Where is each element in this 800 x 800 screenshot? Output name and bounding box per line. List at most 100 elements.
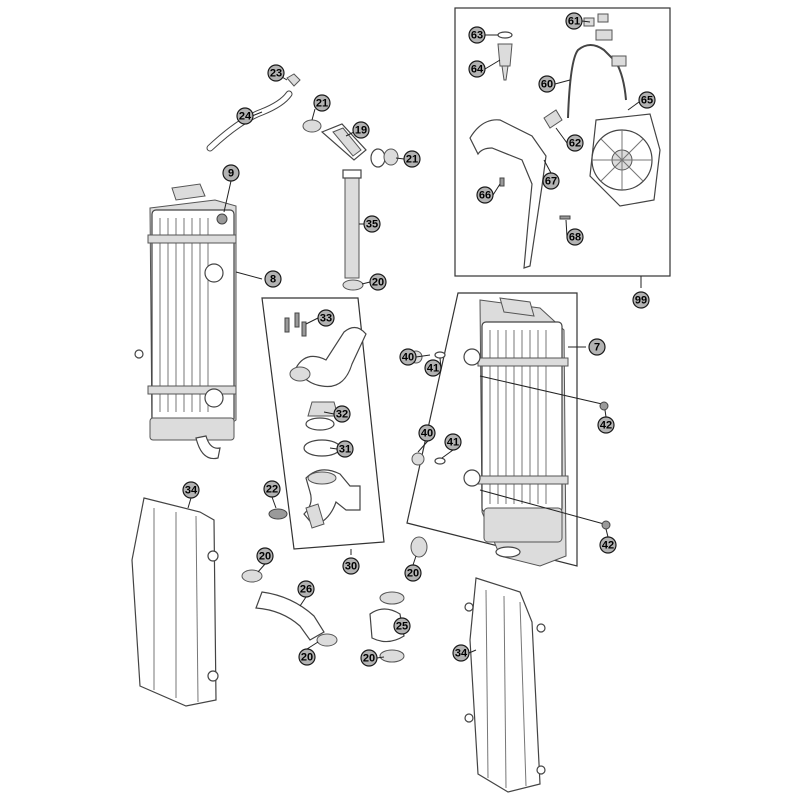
callout-20: 20	[369, 273, 387, 291]
callout-circle	[222, 164, 240, 182]
callout-circle	[538, 75, 556, 93]
left-radiator-shroud	[131, 497, 219, 707]
callout-label: 20	[372, 277, 384, 289]
callout-9: 9	[222, 164, 240, 182]
callout-63: 63	[468, 26, 486, 44]
callout-circle	[264, 270, 282, 288]
callout-label: 33	[320, 313, 332, 325]
callout-label: 41	[427, 363, 439, 375]
callout-circle	[597, 416, 615, 434]
callout-label: 9	[228, 168, 234, 180]
callout-label: 21	[316, 98, 328, 110]
callout-label: 42	[600, 420, 612, 432]
right-radiator-shroud	[464, 577, 546, 793]
callout-label: 24	[239, 111, 252, 123]
callout-66: 66	[476, 186, 494, 204]
callout-label: 65	[641, 95, 653, 107]
callout-35: 35	[363, 215, 381, 233]
callout-circle	[333, 405, 351, 423]
callout-circle	[452, 644, 470, 662]
callout-label: 41	[447, 437, 459, 449]
callout-label: 23	[270, 68, 282, 80]
callout-61: 61	[565, 12, 583, 30]
left-radiator	[134, 183, 263, 460]
callout-circle	[263, 480, 281, 498]
callout-21: 21	[313, 94, 331, 112]
callout-32: 32	[333, 405, 351, 423]
callout-circle	[565, 12, 583, 30]
callout-21: 21	[403, 150, 421, 168]
callout-19: 19	[352, 121, 370, 139]
callout-label: 35	[366, 219, 378, 231]
callout-41: 41	[424, 359, 442, 377]
callout-label: 67	[545, 176, 557, 188]
callout-circle	[566, 228, 584, 246]
callout-42: 42	[597, 416, 615, 434]
callout-circle	[424, 359, 442, 377]
callout-label: 22	[266, 484, 278, 496]
callout-circle	[182, 481, 200, 499]
thermostat-group-box	[261, 297, 385, 555]
callout-circle	[588, 338, 606, 356]
callout-label: 25	[396, 621, 408, 633]
callout-34: 34	[182, 481, 200, 499]
callout-label: 42	[602, 540, 614, 552]
callout-circle	[256, 547, 274, 565]
callout-33: 33	[317, 309, 335, 327]
callout-label: 34	[455, 648, 468, 660]
callout-label: 20	[301, 652, 313, 664]
callout-circle	[468, 26, 486, 44]
callout-circle	[542, 172, 560, 190]
callout-circle	[236, 107, 254, 125]
callout-circle	[599, 536, 617, 554]
callout-circle	[317, 309, 335, 327]
callout-24: 24	[236, 107, 254, 125]
callout-circle	[444, 433, 462, 451]
callout-circle	[632, 291, 650, 309]
callout-65: 65	[638, 91, 656, 109]
callout-label: 8	[270, 274, 276, 286]
callout-label: 99	[635, 295, 647, 307]
callout-23: 23	[267, 64, 285, 82]
callout-circle	[342, 557, 360, 575]
callout-label: 40	[421, 428, 433, 440]
callout-20: 20	[404, 564, 422, 582]
callout-41: 41	[444, 433, 462, 451]
thermostat-assembly	[268, 312, 367, 529]
callout-68: 68	[566, 228, 584, 246]
callout-31: 31	[336, 440, 354, 458]
callout-34: 34	[452, 644, 470, 662]
callout-circle	[404, 564, 422, 582]
callout-label: 66	[479, 190, 491, 202]
callout-label: 7	[594, 342, 600, 354]
callout-label: 60	[541, 79, 553, 91]
callout-label: 30	[345, 561, 357, 573]
callout-30: 30	[342, 557, 360, 575]
callout-25: 25	[393, 617, 411, 635]
callout-label: 21	[406, 154, 418, 166]
callout-42: 42	[599, 536, 617, 554]
callout-label: 20	[363, 653, 375, 665]
callout-label: 61	[568, 16, 580, 28]
right-radiator	[409, 297, 611, 567]
callout-circle	[360, 649, 378, 667]
callout-40: 40	[418, 424, 436, 442]
callout-label: 34	[185, 485, 198, 497]
callout-circle	[298, 648, 316, 666]
callout-20: 20	[298, 648, 316, 666]
callout-label: 63	[471, 30, 483, 42]
right-radiator-group-box	[406, 292, 578, 567]
callout-label: 32	[336, 409, 348, 421]
callout-label: 40	[402, 352, 414, 364]
callout-circle	[468, 60, 486, 78]
callout-64: 64	[468, 60, 486, 78]
callout-8: 8	[264, 270, 282, 288]
callout-circle	[352, 121, 370, 139]
callout-circle	[403, 150, 421, 168]
callout-circle	[336, 440, 354, 458]
callout-circle	[369, 273, 387, 291]
callout-circle	[399, 348, 417, 366]
callout-20: 20	[360, 649, 378, 667]
callout-circle	[297, 580, 315, 598]
